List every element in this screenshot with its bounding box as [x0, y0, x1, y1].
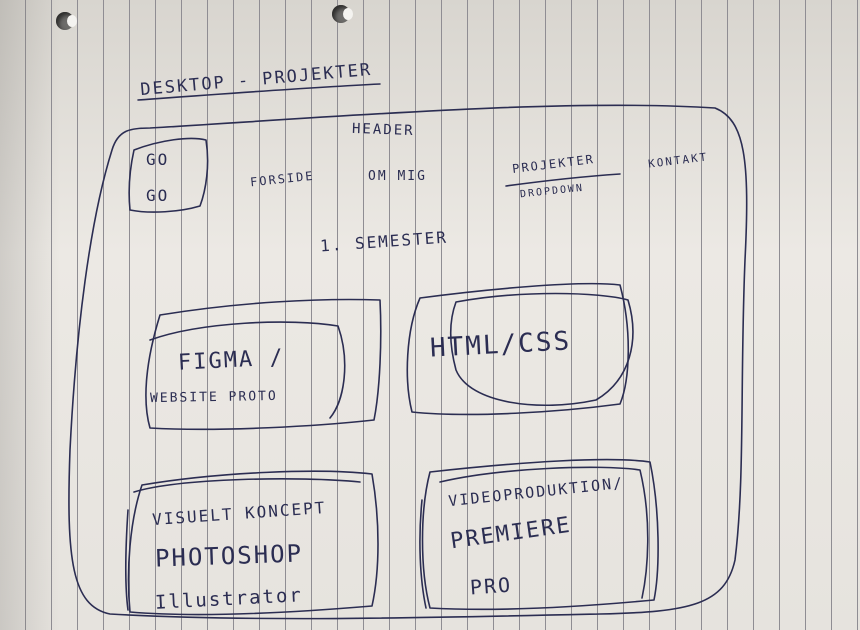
binder-hole-left: [56, 12, 77, 30]
card-html-inner-stroke: [449, 292, 634, 407]
nav-item-om-mig: OM MIG: [368, 169, 427, 184]
header-label: HEADER: [351, 120, 415, 140]
card-figma-outline: [145, 298, 382, 431]
card-html-outline: [406, 282, 630, 416]
card-video-inner-stroke: [419, 466, 649, 609]
logo-text-line1: GO: [146, 150, 170, 169]
desktop-frame-outline: [68, 104, 748, 620]
logo-box-outline: [128, 137, 209, 213]
card-visuelt-inner-stroke: [124, 478, 361, 611]
title-underline: [137, 83, 381, 101]
card-video-line3: PRO: [469, 572, 513, 600]
logo-text-line2: GO: [146, 186, 170, 205]
card-figma-inner-stroke: [149, 321, 346, 419]
card-video-outline: [421, 458, 659, 611]
binder-hole-center: [332, 5, 353, 23]
paper-shadow: [0, 0, 60, 630]
card-figma-subtitle: WEBSITE PROTO: [149, 388, 278, 407]
card-visuelt-outline: [127, 470, 379, 616]
dropdown-divider: [505, 173, 621, 187]
card-visuelt-line2: PHOTOSHOP: [154, 539, 304, 573]
